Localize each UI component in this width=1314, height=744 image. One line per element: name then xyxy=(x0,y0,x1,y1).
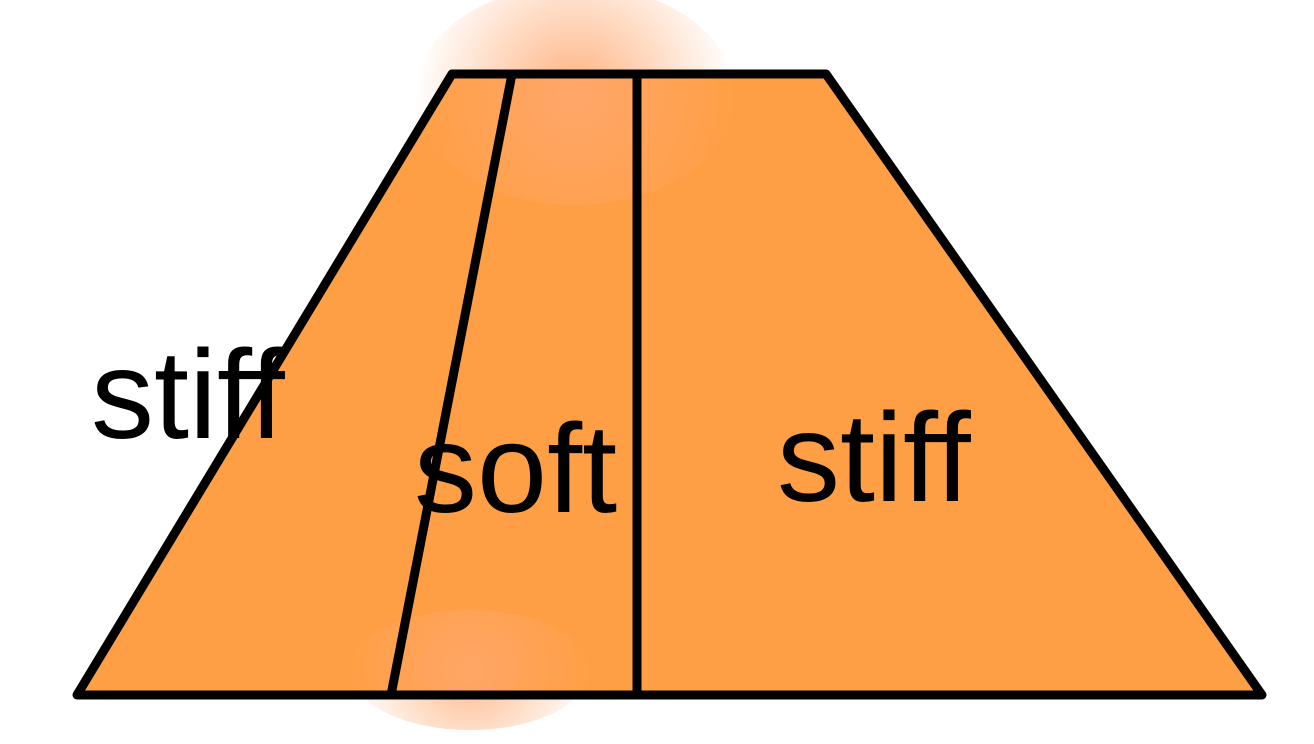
region-label-right: stiff xyxy=(777,387,972,528)
trapezoid-outline xyxy=(72,69,1267,700)
region-label-left: stiff xyxy=(91,324,286,465)
highlight-bottom xyxy=(350,610,590,730)
region-label-middle: soft xyxy=(414,398,617,539)
trapezoid-fill xyxy=(77,74,1262,695)
left-divider-line xyxy=(386,69,517,700)
